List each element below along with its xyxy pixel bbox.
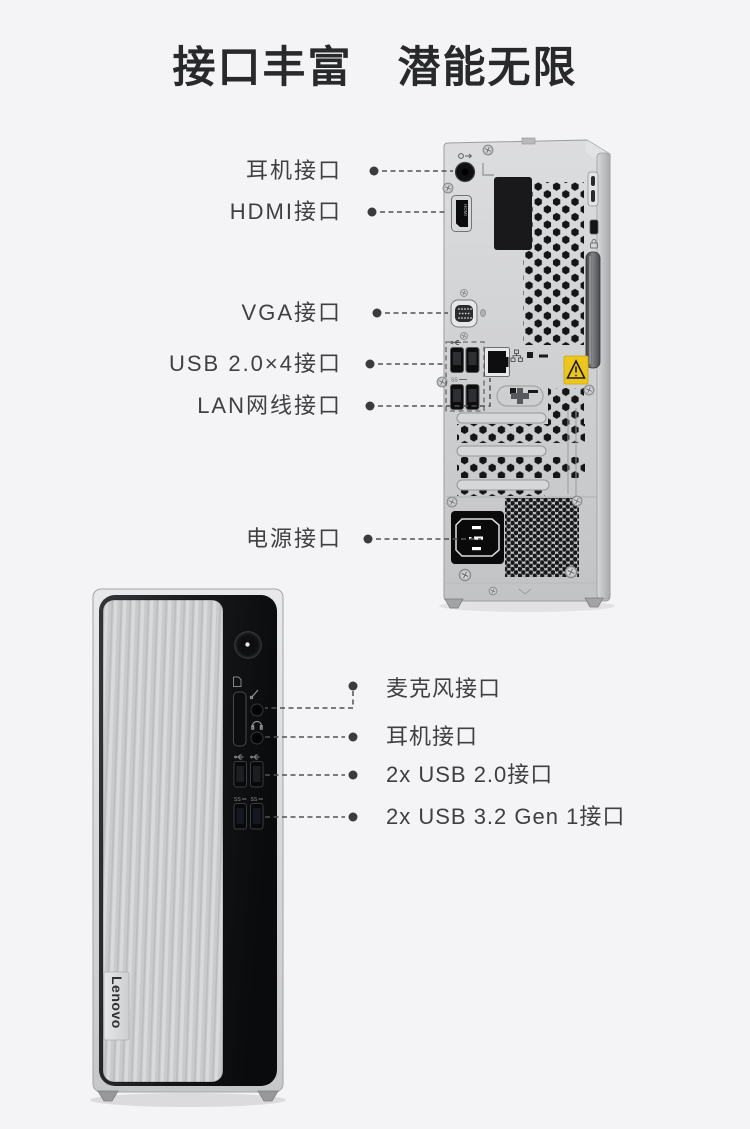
blanking-plate [494, 177, 532, 250]
label-front-mic: 麦克风接口 [386, 676, 502, 701]
rear-hdmi-port: HDMI [451, 195, 472, 232]
usb-icon [234, 754, 260, 760]
callout-dots [348, 166, 382, 822]
sd-card-slot [233, 676, 247, 747]
expansion-slots [456, 408, 577, 496]
callout-line-front-mic [265, 691, 354, 709]
network-icon [510, 349, 523, 362]
front-striped-panel [103, 600, 223, 1082]
svg-text:SS: SS [234, 797, 241, 803]
svg-text:SS: SS [451, 378, 458, 384]
label-rear-usb: USB 2.0×4接口 [168, 351, 342, 376]
rear-vga-port [450, 289, 486, 340]
front-feet [97, 1090, 279, 1102]
lenovo-badge: Lenovo [103, 971, 130, 1041]
label-rear-power: 电源接口 [245, 526, 342, 551]
psu-vents [505, 498, 579, 577]
label-rear-headphone: 耳机接口 [245, 158, 342, 183]
callout-lines [265, 170, 491, 818]
rear-tower-shadow [439, 600, 615, 612]
power-button [234, 631, 262, 659]
mic-icon [249, 689, 259, 700]
front-headphone-jack [250, 720, 264, 745]
page-title: 接口丰富 潜能无限 [172, 44, 578, 92]
headphone-icon [251, 720, 263, 730]
warning-icon [563, 355, 589, 385]
kensington-slot [589, 219, 599, 235]
callout-box-rear-usb [445, 341, 485, 412]
front-mic-jack [249, 689, 264, 717]
rear-audio-jack [454, 153, 494, 183]
rear-tower: HDMI [436, 137, 615, 612]
hex-vents [457, 182, 585, 496]
label-front-usb3: 2x USB 3.2 Gen 1接口 [386, 804, 626, 829]
front-tower: SS SS Lenovo [90, 588, 286, 1107]
label-rear-vga: VGA接口 [241, 300, 342, 325]
label-rear-lan: LAN网线接口 [197, 393, 342, 418]
label-front-headphone: 耳机接口 [386, 724, 479, 749]
brand-text: Lenovo [109, 976, 125, 1029]
emboss-bracket [496, 385, 544, 407]
label-front-usb2: 2x USB 2.0接口 [386, 762, 554, 787]
power-inlet [451, 511, 504, 564]
audio-out-icon [458, 153, 473, 159]
rear-usb-ports: SS [450, 340, 480, 410]
power-supply [446, 496, 608, 595]
rear-lan-port [484, 347, 548, 394]
rear-feet [444, 597, 604, 609]
hdmi-marking: HDMI [463, 204, 468, 216]
label-rear-hdmi: HDMI接口 [229, 199, 342, 224]
front-tower-shadow [90, 1093, 286, 1107]
front-usb3-ports: SS SS [233, 797, 264, 830]
rear-side-column [563, 152, 611, 600]
svg-text:SS: SS [251, 797, 258, 803]
usb3-icon: SS [451, 378, 467, 384]
usb3-icon: SS SS [234, 797, 263, 803]
lock-icon [590, 239, 598, 249]
sd-card-icon [233, 676, 242, 687]
callout-line-rear-lan [378, 378, 491, 407]
front-usb2-ports [233, 754, 264, 788]
latch-handle [585, 251, 601, 369]
